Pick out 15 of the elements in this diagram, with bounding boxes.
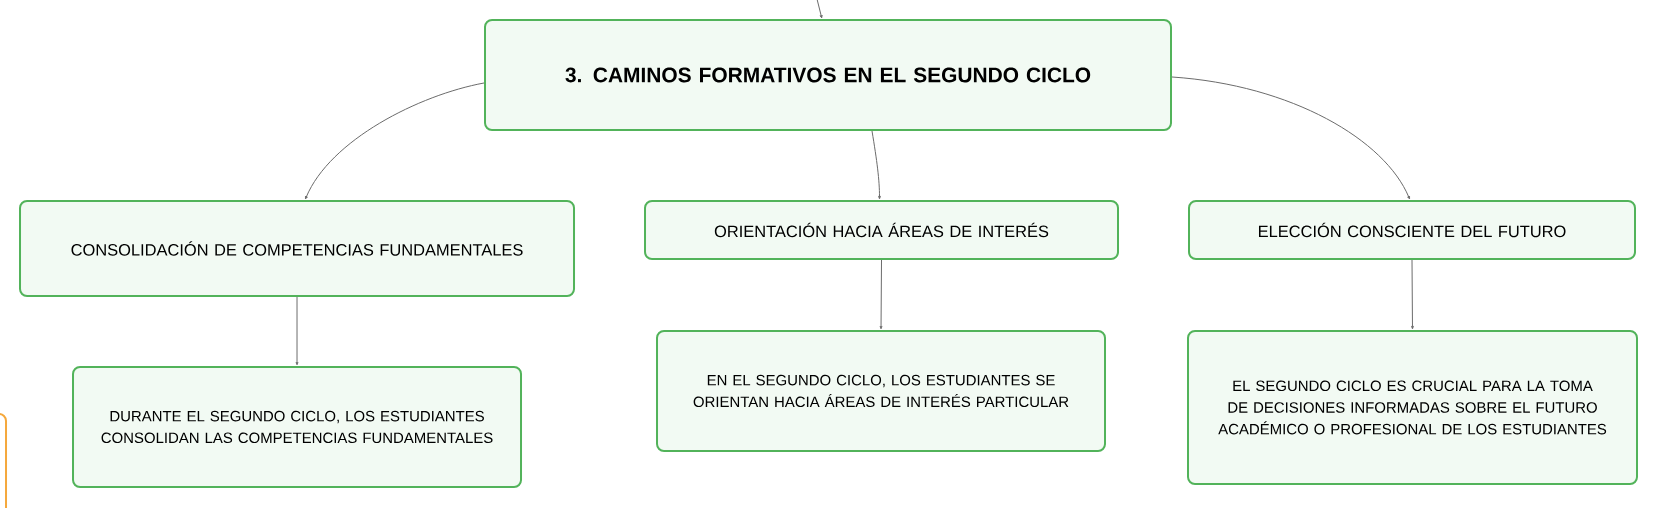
arrow (1411, 259, 1414, 330)
topic-box: EL SEGUNDO CICLO ES CRUCIAL PARA LA TOMA DE DECISIONES INFORMADAS SOBRE EL FUTURO ACADÉMICO O PROFESIONAL DE LOS ESTUDIANTES (1187, 330, 1638, 485)
partial-box (0, 413, 7, 508)
topic-box: CONSOLIDACIÓN DE COMPETENCIAS FUNDAMENTALES (19, 200, 575, 297)
arrow (879, 259, 883, 330)
arrow (305, 82, 485, 200)
arrow (295, 296, 299, 366)
topic-box: DURANTE EL SEGUNDO CICLO, LOS ESTUDIANTES CONSOLIDAN LAS COMPETENCIAS FUNDAMENTALES (72, 366, 522, 488)
topic-box: ORIENTACIÓN HACIA ÁREAS DE INTERÉS (644, 200, 1119, 260)
topic-box: ELECCIÓN CONSCIENTE DEL FUTURO (1188, 200, 1636, 260)
topic-box: EN EL SEGUNDO CICLO, LOS ESTUDIANTES SE ORIENTAN HACIA ÁREAS DE INTERÉS PARTICULAR (656, 330, 1106, 452)
topic-box: 3. CAMINOS FORMATIVOS EN EL SEGUNDO CICLO (484, 19, 1172, 131)
arrow (871, 130, 881, 200)
arrow (816, 0, 823, 19)
arrow (1171, 76, 1410, 200)
